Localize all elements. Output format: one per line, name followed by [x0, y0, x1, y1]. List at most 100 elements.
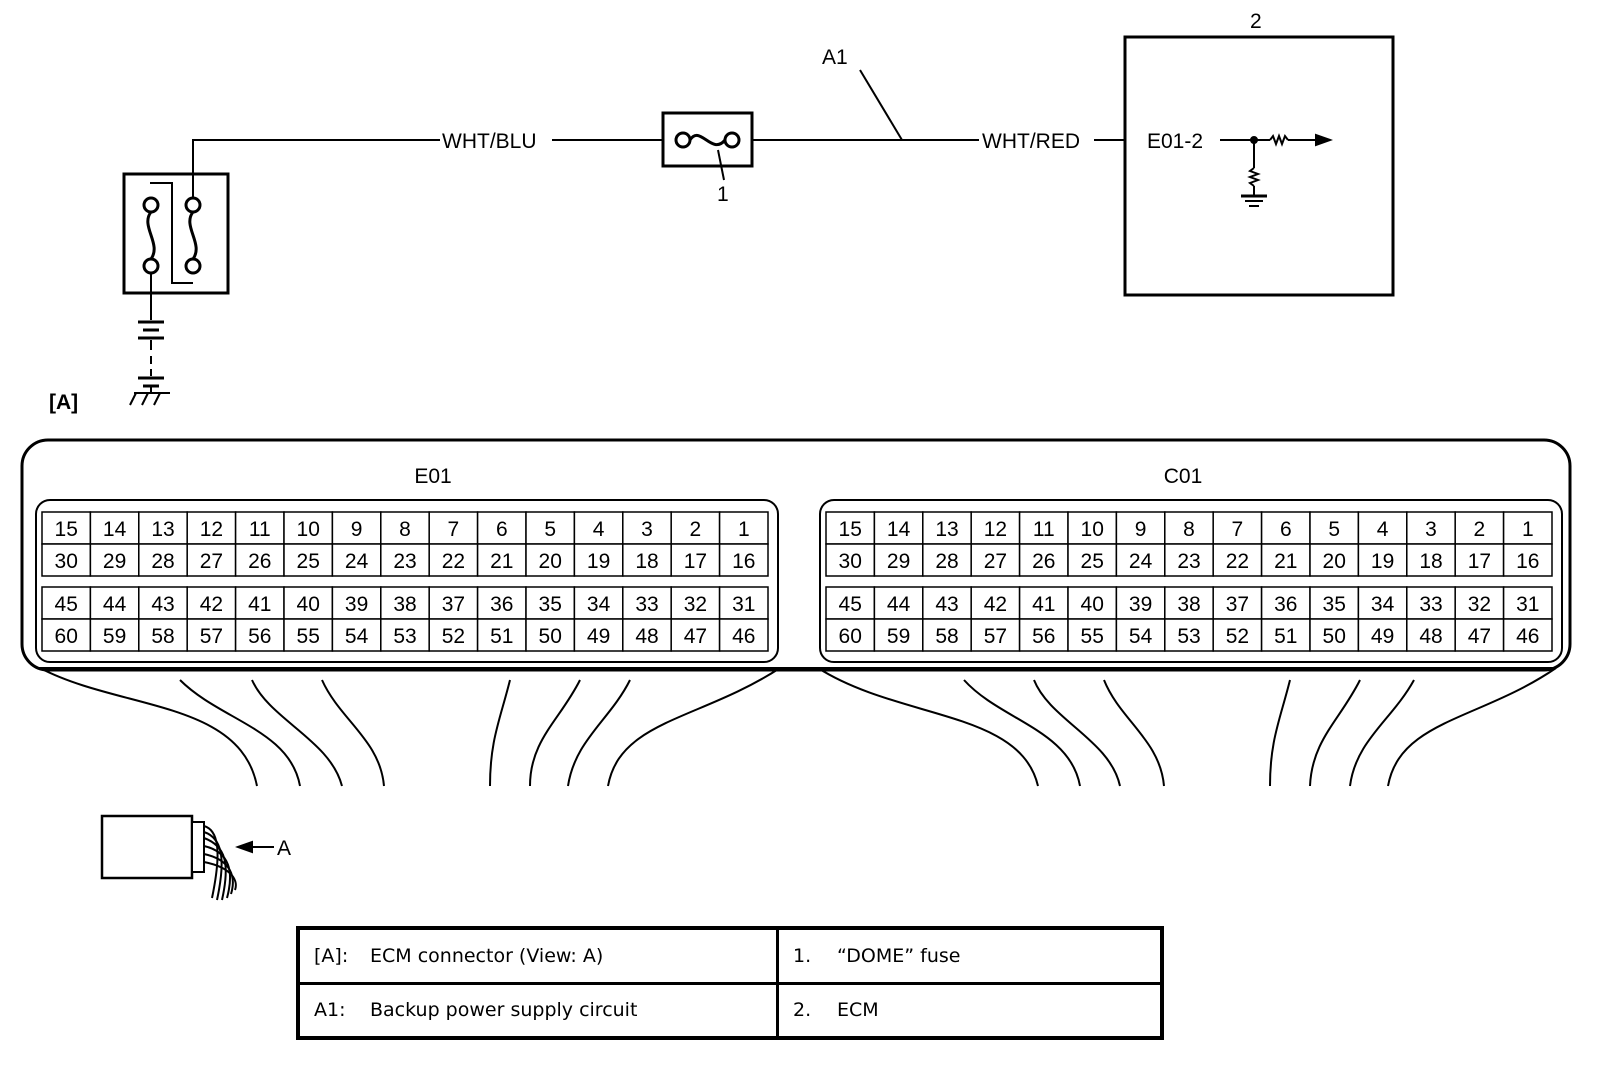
pin-cell: [1260, 543, 1311, 577]
connector-view-icon: [100, 814, 274, 901]
pin-number: 22: [442, 550, 465, 573]
pin-cell: [1357, 586, 1408, 620]
pin-number: 42: [200, 593, 223, 616]
pin-number: 19: [1371, 550, 1394, 573]
pin-number: 15: [55, 518, 78, 541]
pin-cell: [41, 618, 92, 652]
pin-number: 41: [248, 593, 271, 616]
pin-number: 32: [684, 593, 707, 616]
pin-cell: [476, 618, 527, 652]
pin-number: 25: [297, 550, 320, 573]
pin-number: 13: [935, 518, 958, 541]
pin-number: 28: [935, 550, 958, 573]
pin-cell: [1018, 543, 1069, 577]
pin-number: 12: [200, 518, 223, 541]
pin-cell: [1212, 618, 1263, 652]
pin-cell: [718, 586, 769, 620]
pin-number: 47: [684, 625, 707, 648]
pin-number: 42: [984, 593, 1007, 616]
pin-cell: [1454, 618, 1505, 652]
pin-number: 10: [297, 518, 320, 541]
pin-number: 14: [103, 518, 127, 541]
wire-harness: [39, 667, 1557, 787]
wire-label-wht-blu: WHT/BLU: [442, 130, 537, 153]
pin-number: 51: [490, 625, 513, 648]
pin-cell: [331, 618, 382, 652]
pin-number: 4: [1377, 518, 1389, 541]
pin-cell: [525, 543, 576, 577]
pin-number: 8: [1183, 518, 1195, 541]
pin-number: 44: [103, 593, 127, 616]
pin-cell: [1212, 511, 1263, 545]
pin-cell: [670, 618, 721, 652]
pin-number: 3: [641, 518, 653, 541]
pin-number: 39: [1129, 593, 1152, 616]
pin-cell: [331, 543, 382, 577]
pin-cell: [1502, 511, 1553, 545]
pin-number: 25: [1081, 550, 1104, 573]
pin-number: 17: [1468, 550, 1491, 573]
pin-number: 32: [1468, 593, 1491, 616]
pin-number: 44: [887, 593, 911, 616]
pin-cell: [718, 543, 769, 577]
pin-number: 18: [1419, 550, 1442, 573]
pin-number: 23: [1177, 550, 1200, 573]
pin-number: 17: [684, 550, 707, 573]
pin-cell: [718, 618, 769, 652]
pin-number: 39: [345, 593, 368, 616]
pin-number: 4: [593, 518, 605, 541]
pin-number: 55: [297, 625, 320, 648]
pin-cell: [1502, 618, 1553, 652]
pin-number: 14: [887, 518, 911, 541]
pin-cell: [718, 511, 769, 545]
pin-cell: [873, 586, 924, 620]
pin-number: 33: [635, 593, 658, 616]
pin-cell: [970, 543, 1021, 577]
pin-number: 27: [984, 550, 1007, 573]
pin-number: 40: [297, 593, 320, 616]
pin-cell: [1406, 511, 1456, 545]
pin-number: 58: [935, 625, 958, 648]
pin-cell: [825, 586, 876, 620]
pin-number: 43: [151, 593, 174, 616]
pin-cell: [1357, 543, 1408, 577]
pin-number: 6: [496, 518, 508, 541]
pin-number: 2: [690, 518, 702, 541]
pin-number: 50: [1323, 625, 1346, 648]
pin-number: 48: [1419, 625, 1442, 648]
pin-number: 48: [635, 625, 658, 648]
pin-number: 54: [1129, 625, 1153, 648]
pin-number: 9: [1135, 518, 1147, 541]
pin-cell: [1309, 586, 1360, 620]
pin-cell: [89, 586, 140, 620]
legend-cell: 1.“DOME” fuse: [776, 926, 1164, 985]
pin-number: 5: [1328, 518, 1340, 541]
pin-cell: [573, 511, 624, 545]
pin-number: 3: [1425, 518, 1437, 541]
pin-number: 31: [732, 593, 755, 616]
pin-number: 59: [103, 625, 126, 648]
pin-number: 36: [1274, 593, 1297, 616]
pin-number: 30: [839, 550, 862, 573]
pin-cell: [283, 543, 334, 577]
pin-number: 15: [839, 518, 862, 541]
pin-number: 36: [490, 593, 513, 616]
pin-number: 40: [1081, 593, 1104, 616]
pin-cell: [1357, 511, 1408, 545]
pin-number: 41: [1032, 593, 1055, 616]
pin-cell: [670, 586, 721, 620]
pin-number: 52: [442, 625, 465, 648]
pin-number: 60: [55, 625, 78, 648]
pin-cell: [525, 618, 576, 652]
pin-number: 56: [248, 625, 271, 648]
pin-number: 60: [839, 625, 862, 648]
pin-number: 5: [544, 518, 556, 541]
pin-number: 1: [1522, 518, 1534, 541]
pin-number: 35: [539, 593, 562, 616]
legend-row: A1:Backup power supply circuit 2.ECM: [296, 981, 1164, 1040]
pin-number: 59: [887, 625, 910, 648]
pin-cell: [525, 511, 576, 545]
pin-number: 7: [448, 518, 460, 541]
pin-cell: [922, 586, 972, 620]
